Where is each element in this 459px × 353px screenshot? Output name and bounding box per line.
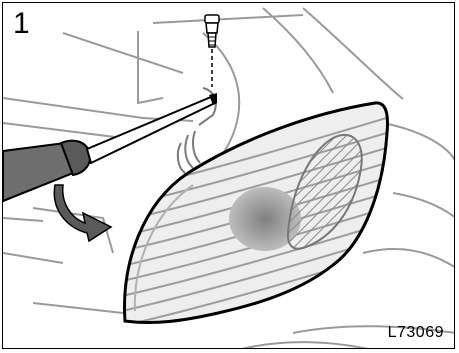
replace-side-marker-illustration [3, 3, 455, 349]
illustration-frame: 1 L73069 [2, 2, 455, 349]
screw-icon [205, 15, 219, 87]
figure-code: L73069 [388, 324, 444, 342]
rotation-arrow-icon [54, 185, 111, 241]
step-number: 1 [13, 9, 30, 39]
side-marker-lens [113, 103, 403, 328]
